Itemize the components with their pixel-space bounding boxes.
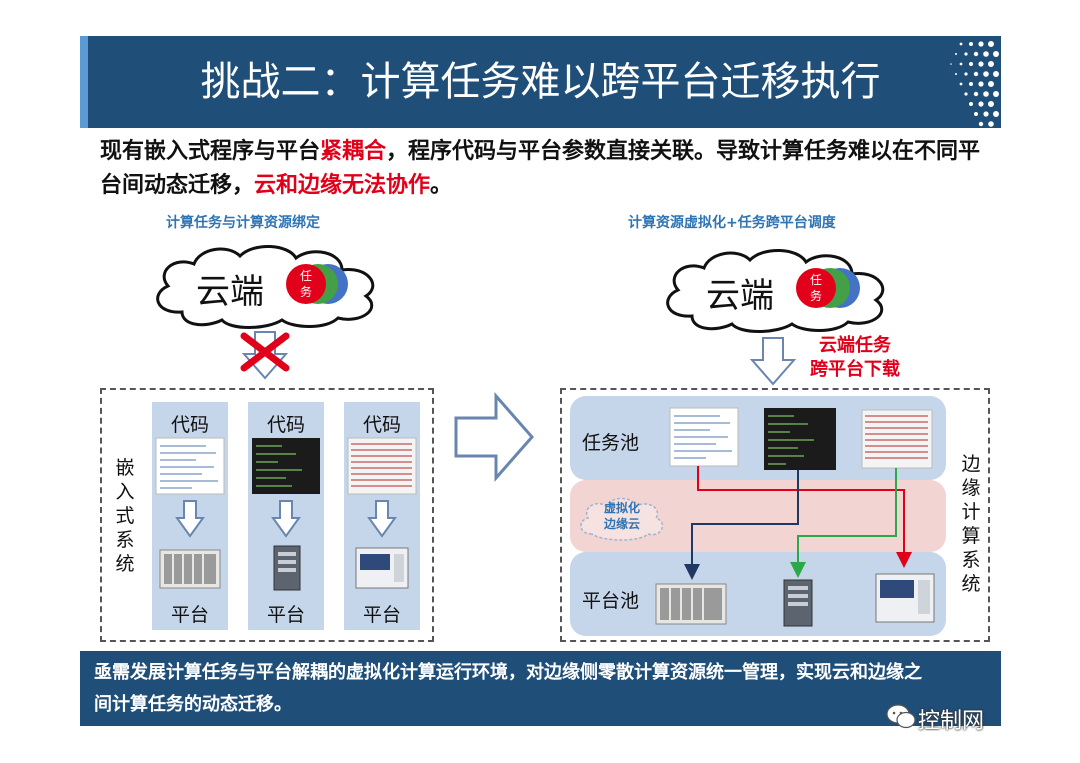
- wechat-icon: [886, 704, 916, 730]
- conclusion-footer: 亟需发展计算任务与平台解耦的虚拟化计算运行环境，对边缘侧零散计算资源统一管理，实…: [80, 651, 1001, 726]
- watermark-text: 控制网: [918, 703, 984, 735]
- conclusion-text: 亟需发展计算任务与平台解耦的虚拟化计算运行环境，对边缘侧零散计算资源统一管理，实…: [94, 657, 924, 721]
- edge-computing-system-label: 边缘计算系统: [960, 452, 982, 596]
